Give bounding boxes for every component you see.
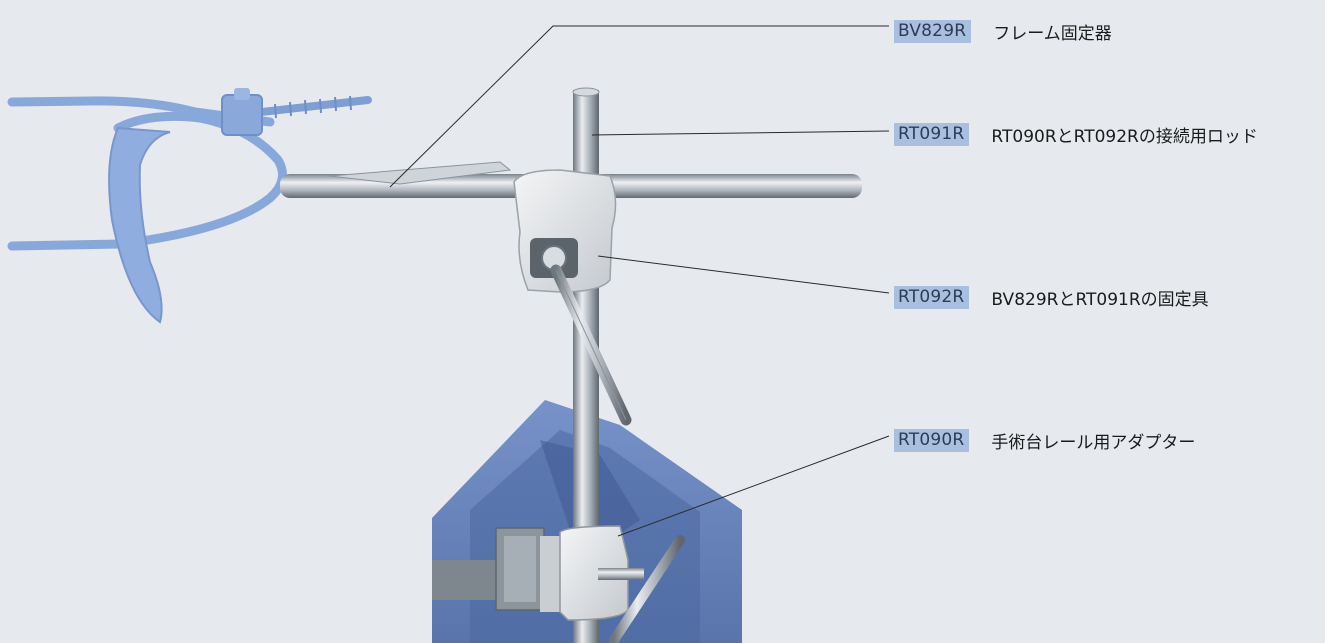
label-rt092r: RT092R BV829RとRT091Rの固定具 <box>894 285 1209 310</box>
part-code: BV829R <box>894 20 972 43</box>
label-rt090r: RT090R 手術台レール用アダプター <box>894 428 1195 453</box>
label-rt091r: RT091R RT090RとRT092Rの接続用ロッド <box>894 122 1258 147</box>
leader-lines <box>389 25 890 537</box>
retractor-frame <box>7 88 372 324</box>
part-code: RT090R <box>894 429 970 452</box>
part-code: RT092R <box>894 286 970 309</box>
part-description: 手術台レール用アダプター <box>991 433 1196 453</box>
clamp-rt092r <box>513 169 632 426</box>
part-description: フレーム固定器 <box>993 24 1112 44</box>
part-code: RT091R <box>894 123 970 146</box>
part-description: RT090RとRT092Rの接続用ロッド <box>991 127 1258 147</box>
part-description: BV829RとRT091Rの固定具 <box>991 290 1209 310</box>
adapter-rt090r <box>432 525 685 643</box>
label-bv829r: BV829R フレーム固定器 <box>894 19 1112 44</box>
